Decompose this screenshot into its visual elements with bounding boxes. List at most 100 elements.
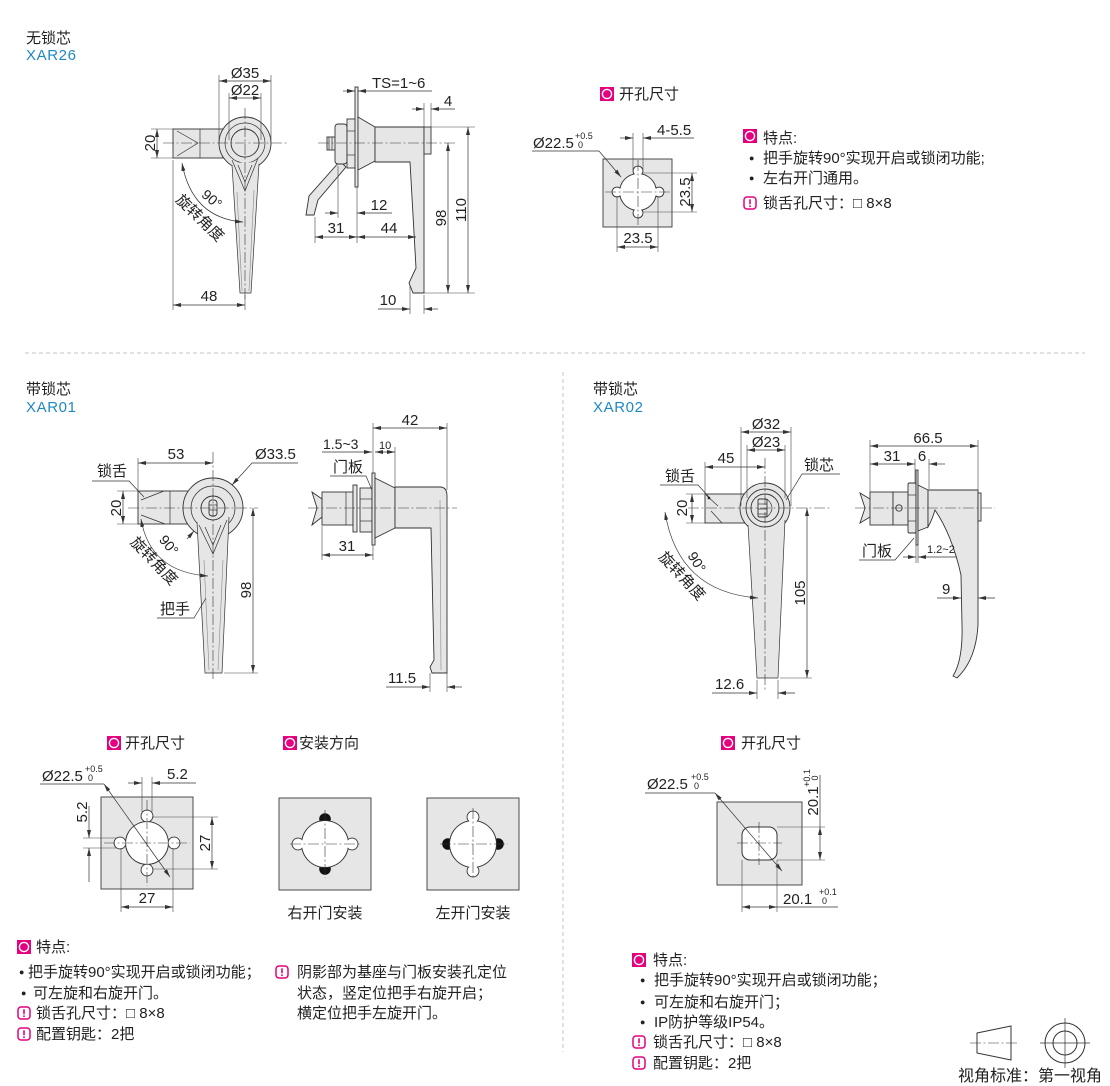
tolerance-upper: +0.5 xyxy=(575,131,593,141)
dim-reach: 45 xyxy=(718,450,735,467)
dim-tongue-height: 20 xyxy=(142,135,159,152)
tolerance-lower: 0 xyxy=(810,775,820,780)
handle-cap xyxy=(977,492,982,522)
note-item: 锁舌孔尺寸：□ 8×8 xyxy=(36,1005,165,1022)
dim-panel-thickness: 1.2~2 xyxy=(927,544,955,556)
dim-overall-depth: 66.5 xyxy=(913,430,942,447)
features-marker-icon xyxy=(17,940,31,954)
leader-line xyxy=(598,150,622,178)
bullet-icon: ● xyxy=(21,988,26,998)
dim-tongue-height: 20 xyxy=(108,500,125,517)
dim-width: 23.5 xyxy=(623,230,652,247)
features-title: 特点: xyxy=(36,939,70,956)
dim-front-depth: 44 xyxy=(381,220,398,237)
handle-outline xyxy=(747,519,786,679)
dim-slot-width: 5.2 xyxy=(167,766,188,783)
xar26-features: 特点: ● 把手旋转90°实现开启或锁闭功能; ● 左右开门通用。 锁舌孔尺寸：… xyxy=(743,129,985,212)
bullet-icon: ● xyxy=(640,997,645,1007)
view-standard: 视角标准：第一视角 xyxy=(958,1018,1102,1085)
dim-nut: 6 xyxy=(918,448,926,465)
tongue-mark xyxy=(707,496,711,500)
xar02-cutout: 开孔尺寸 Ø22.5 +0.5 0 20.1 +0.1 0 20.1 +0.1 … xyxy=(645,735,838,912)
dim-rear-depth: 31 xyxy=(328,220,345,237)
mounting-right-door: 右开门安装 xyxy=(278,797,372,922)
handle-facet xyxy=(203,559,210,671)
dim-collar: 10 xyxy=(379,440,391,452)
keyway-arc xyxy=(766,498,773,518)
xar01-mounting-direction: 安装方向 右开门安装 xyxy=(278,735,520,922)
dim-inner-diameter: Ø23 xyxy=(752,434,780,451)
first-angle-circle-icon xyxy=(1040,1018,1090,1068)
section-marker-icon xyxy=(283,736,297,750)
dim-base-diameter: Ø33.5 xyxy=(255,446,296,463)
dim-height: 27 xyxy=(197,835,214,852)
right-door-label: 右开门安装 xyxy=(287,905,362,922)
category-label: 带锁芯 xyxy=(593,381,638,398)
xar02-side-view: 66.5 31 6 门板 1.2~2 9 xyxy=(855,430,995,679)
dim-handle-length: 98 xyxy=(238,582,255,599)
leader-line xyxy=(785,473,840,501)
leader-line xyxy=(714,792,783,872)
model-code: XAR26 xyxy=(26,47,77,64)
dim-tip-width: 12.6 xyxy=(715,676,744,693)
section-marker-icon xyxy=(721,736,735,750)
tolerance-lower: 0 xyxy=(694,781,699,791)
category-label: 无锁芯 xyxy=(26,30,71,47)
dim-outer-diameter: Ø32 xyxy=(752,416,780,433)
mounting-title: 安装方向 xyxy=(299,735,359,752)
handle-facet xyxy=(217,559,224,671)
leader-line xyxy=(92,480,145,498)
dim-slot: 4-5.5 xyxy=(657,122,691,139)
cam-arm xyxy=(305,160,347,216)
washer xyxy=(352,484,358,533)
tongue-chamfer xyxy=(176,130,199,157)
note-item: 锁舌孔尺寸：□ 8×8 xyxy=(653,1034,782,1051)
dim-width: 20.1 xyxy=(783,891,812,908)
rotation-arc xyxy=(181,162,244,224)
dim-width: 27 xyxy=(139,890,156,907)
xar01-cutout: 开孔尺寸 Ø22.5 xyxy=(40,735,218,912)
panel-label: 门板 xyxy=(333,458,363,476)
lock-cylinder xyxy=(869,491,894,526)
dim-rear-depth: 31 xyxy=(339,538,356,555)
bullet-icon: ● xyxy=(19,967,24,977)
xar26-side-view: TS=1~6 4 12 31 44 98 110 xyxy=(305,75,475,314)
leader-line xyxy=(660,484,710,498)
mounting-left-door: 左开门安装 xyxy=(426,797,520,922)
tongue-label: 锁舌 xyxy=(665,468,695,485)
tolerance-lower: 0 xyxy=(578,140,583,150)
features-marker-icon xyxy=(632,953,646,967)
panel-label: 门板 xyxy=(862,542,892,560)
handle-outline xyxy=(196,516,230,674)
xar26-cutout: 开孔尺寸 Ø22.5 xyxy=(532,86,697,252)
tolerance-upper: +0.1 xyxy=(819,887,837,897)
lock-cylinder xyxy=(321,491,354,526)
dim-outer-diameter: Ø35 xyxy=(231,65,259,82)
feature-item: 把手旋转90°实现开启或锁闭功能; xyxy=(763,150,985,167)
lock-tongue xyxy=(311,490,323,527)
note-item: 配置钥匙：2把 xyxy=(36,1026,134,1043)
cam-washer xyxy=(334,123,348,165)
feature-item: 把手旋转90°实现开启或锁闭功能； xyxy=(654,972,887,989)
feature-item: 可左旋和右旋开门。 xyxy=(33,985,168,1002)
model-code: XAR02 xyxy=(593,399,644,416)
features-title: 特点: xyxy=(653,952,687,969)
dim-panel-thickness: TS=1~6 xyxy=(372,75,425,92)
handle-body xyxy=(374,126,425,294)
dim-tongue-height: 20 xyxy=(674,500,691,517)
lock-tongue xyxy=(137,490,191,525)
handle-body xyxy=(394,486,448,674)
dim-grip-width: 9 xyxy=(942,581,950,598)
section-xar02: 带锁芯 XAR02 Ø32 Ø23 xyxy=(593,381,995,1072)
cutout-title: 开孔尺寸 xyxy=(125,735,185,752)
dim-height: 23.5 xyxy=(677,177,694,206)
note-item: 锁舌孔尺寸：□ 8×8 xyxy=(763,195,892,212)
leader-line xyxy=(157,597,207,619)
dim-overall-depth: 42 xyxy=(402,412,419,429)
dim-reach: 48 xyxy=(201,288,218,305)
handle-cap xyxy=(423,126,432,155)
rotation-arc xyxy=(140,518,209,578)
view-standard-label: 视角标准：第一视角 xyxy=(958,1067,1102,1085)
left-door-label: 左开门安装 xyxy=(435,905,510,922)
